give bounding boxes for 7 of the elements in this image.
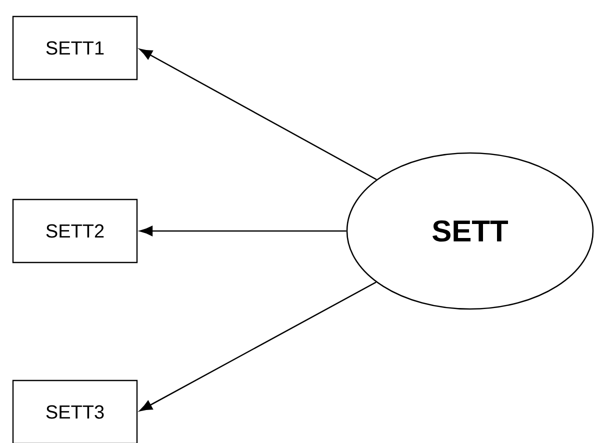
ellipse-node: SETT — [346, 152, 594, 310]
process-box: SETT2 — [12, 198, 138, 264]
arrow — [139, 282, 376, 412]
arrow — [139, 48, 377, 180]
process-box: SETT3 — [12, 380, 138, 443]
process-box: SETT1 — [12, 16, 138, 80]
arrow — [140, 226, 346, 236]
